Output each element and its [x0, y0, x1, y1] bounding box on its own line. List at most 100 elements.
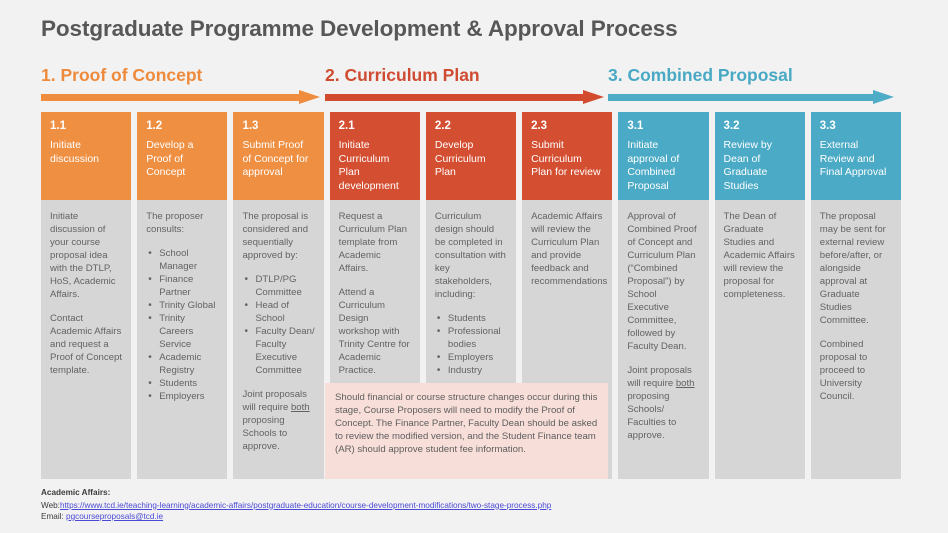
step-body-3-2: The Dean of Graduate Studies and Academi…	[714, 200, 805, 479]
step-paragraph: Approval of Combined Proof of Concept an…	[627, 211, 697, 352]
step-header-3-1: 3.1 Initiate approval of Combined Propos…	[618, 112, 709, 200]
phase-2-arrow	[325, 90, 606, 104]
phase-3-arrow-bar	[608, 94, 873, 101]
list-item: Faculty Dean/ Faculty Executive Committe…	[242, 325, 314, 377]
step-body-3-1: Approval of Combined Proof of Concept an…	[618, 200, 709, 479]
list-item: Head of School	[242, 299, 314, 325]
step-body-1-3: The proposal is considered and sequentia…	[233, 200, 324, 479]
step-intro: The proposer consults:	[146, 211, 204, 235]
list-item: Students	[146, 377, 218, 390]
step-paragraph: Combined proposal to proceed to Universi…	[819, 339, 868, 402]
step-title: Initiate approval of Combined Proposal	[627, 139, 680, 192]
phase-1-label: 1. Proof of Concept	[41, 65, 203, 85]
list-item: Trinity Global	[146, 299, 218, 312]
note-pre: Joint proposals will require	[627, 365, 692, 389]
step-paragraph: Initiate discussion of your course propo…	[50, 211, 116, 300]
step-column-1-1[interactable]: 1.1 Initiate discussion Initiate discuss…	[41, 112, 132, 479]
note-post: proposing Schools to approve.	[242, 415, 288, 452]
curriculum-plan-callout: Should financial or course structure cha…	[325, 383, 608, 479]
step-header-2-1: 2.1 Initiate Curriculum Plan development	[329, 112, 420, 200]
step-number: 1.3	[242, 120, 259, 132]
list-item: Professional bodies	[435, 325, 507, 351]
note-emphasis: both	[675, 378, 695, 389]
step-title: Develop a Proof of Concept	[146, 139, 194, 178]
list-item: Employers	[146, 390, 218, 403]
footer-web-line: Web:https://www.tcd.ie/teaching-learning…	[41, 500, 911, 512]
step-number: 3.1	[627, 120, 644, 132]
step-title: Submit Curriculum Plan for review	[531, 139, 601, 178]
step-header-2-2: 2.2 Develop Curriculum Plan	[425, 112, 517, 200]
list-item: Industry	[435, 364, 507, 377]
step-title: Submit Proof of Concept for approval	[242, 139, 309, 178]
step-number: 1.1	[50, 120, 66, 132]
phase-1-arrow-head	[299, 90, 320, 104]
step-header-2-3: 2.3 Submit Curriculum Plan for review	[522, 112, 613, 200]
phase-header-3: 3. Combined Proposal	[608, 64, 896, 104]
step-paragraph: The Dean of Graduate Studies and Academi…	[723, 211, 795, 300]
phase-1-arrow	[41, 90, 322, 104]
step-paragraph: Request a Curriculum Plan template from …	[338, 211, 407, 274]
step-number: 2.1	[338, 120, 355, 132]
footer-email-label: Email:	[41, 512, 64, 521]
step-paragraph: Contact Academic Affairs and request a P…	[50, 313, 122, 376]
phase-3-arrow-head	[873, 90, 894, 104]
page-title: Postgraduate Programme Development & App…	[41, 16, 678, 41]
step-intro: The proposal is considered and sequentia…	[242, 211, 309, 261]
step-bullet-list: School Manager Finance Partner Trinity G…	[146, 247, 218, 403]
step-column-1-2[interactable]: 1.2 Develop a Proof of Concept The propo…	[137, 112, 228, 479]
step-header-3-3: 3.3 External Review and Final Approval	[810, 112, 901, 200]
list-item: Trinity Careers Service	[146, 312, 218, 351]
step-header-3-2: 3.2 Review by Dean of Graduate Studies	[714, 112, 805, 200]
list-item: Finance Partner	[146, 273, 218, 299]
step-column-3-3[interactable]: 3.3 External Review and Final Approval T…	[810, 112, 901, 479]
step-intro: Curriculum design should be completed in…	[434, 211, 506, 300]
step-note: Joint proposals will require both propos…	[242, 388, 314, 453]
step-body-1-2: The proposer consults: School Manager Fi…	[137, 200, 228, 479]
list-item: DTLP/PG Committee	[242, 273, 314, 299]
step-column-3-2[interactable]: 3.2 Review by Dean of Graduate Studies T…	[714, 112, 805, 479]
footer-email-line: Email: pgcourseproposals@tcd.ie	[41, 511, 911, 523]
phase-3-arrow	[608, 90, 896, 104]
note-post: proposing Schools/ Faculties to approve.	[627, 391, 677, 441]
step-bullet-list: Students Professional bodies Employers I…	[435, 312, 507, 377]
phase-2-arrow-head	[583, 90, 604, 104]
step-column-3-1[interactable]: 3.1 Initiate approval of Combined Propos…	[618, 112, 709, 479]
callout-text: Should financial or course structure cha…	[335, 392, 598, 455]
step-body-1-1: Initiate discussion of your course propo…	[41, 200, 132, 479]
phase-3-label: 3. Combined Proposal	[608, 65, 793, 85]
step-header-1-3: 1.3 Submit Proof of Concept for approval	[233, 112, 324, 200]
phase-header-2: 2. Curriculum Plan	[325, 64, 606, 104]
list-item: School Manager	[146, 247, 218, 273]
footer: Academic Affairs: Web:https://www.tcd.ie…	[41, 487, 911, 523]
step-bullet-list: DTLP/PG Committee Head of School Faculty…	[242, 273, 314, 377]
phase-2-arrow-bar	[325, 94, 583, 101]
step-header-1-2: 1.2 Develop a Proof of Concept	[137, 112, 228, 200]
footer-email-link[interactable]: pgcourseproposals@tcd.ie	[66, 512, 164, 521]
step-column-1-3[interactable]: 1.3 Submit Proof of Concept for approval…	[233, 112, 324, 479]
phase-header-1: 1. Proof of Concept	[41, 64, 322, 104]
step-paragraph: Attend a Curriculum Design workshop with…	[338, 287, 410, 376]
step-number: 2.2	[434, 120, 451, 132]
list-item: Students	[435, 312, 507, 325]
step-number: 2.3	[531, 120, 548, 132]
phase-1-arrow-bar	[41, 94, 299, 101]
step-paragraph: Academic Affairs will review the Curricu…	[531, 211, 608, 287]
note-emphasis: both	[290, 402, 310, 413]
note-pre: Joint proposals will require	[242, 389, 307, 413]
step-header-1-1: 1.1 Initiate discussion	[41, 112, 132, 200]
step-title: Develop Curriculum Plan	[434, 139, 486, 178]
footer-heading: Academic Affairs:	[41, 488, 111, 497]
step-number: 3.2	[723, 120, 740, 132]
step-paragraph: The proposal may be sent for external re…	[819, 211, 886, 326]
step-title: External Review and Final Approval	[819, 139, 887, 178]
step-number: 3.3	[819, 120, 836, 132]
list-item: Academic Registry	[146, 351, 218, 377]
step-note: Joint proposals will require both propos…	[627, 364, 699, 442]
footer-web-label: Web:	[41, 500, 60, 510]
footer-web-link[interactable]: https://www.tcd.ie/teaching-learning/aca…	[59, 500, 552, 510]
phase-2-label: 2. Curriculum Plan	[325, 65, 480, 85]
step-title: Initiate Curriculum Plan development	[338, 139, 399, 192]
step-number: 1.2	[146, 120, 163, 132]
step-title: Initiate discussion	[50, 139, 100, 165]
